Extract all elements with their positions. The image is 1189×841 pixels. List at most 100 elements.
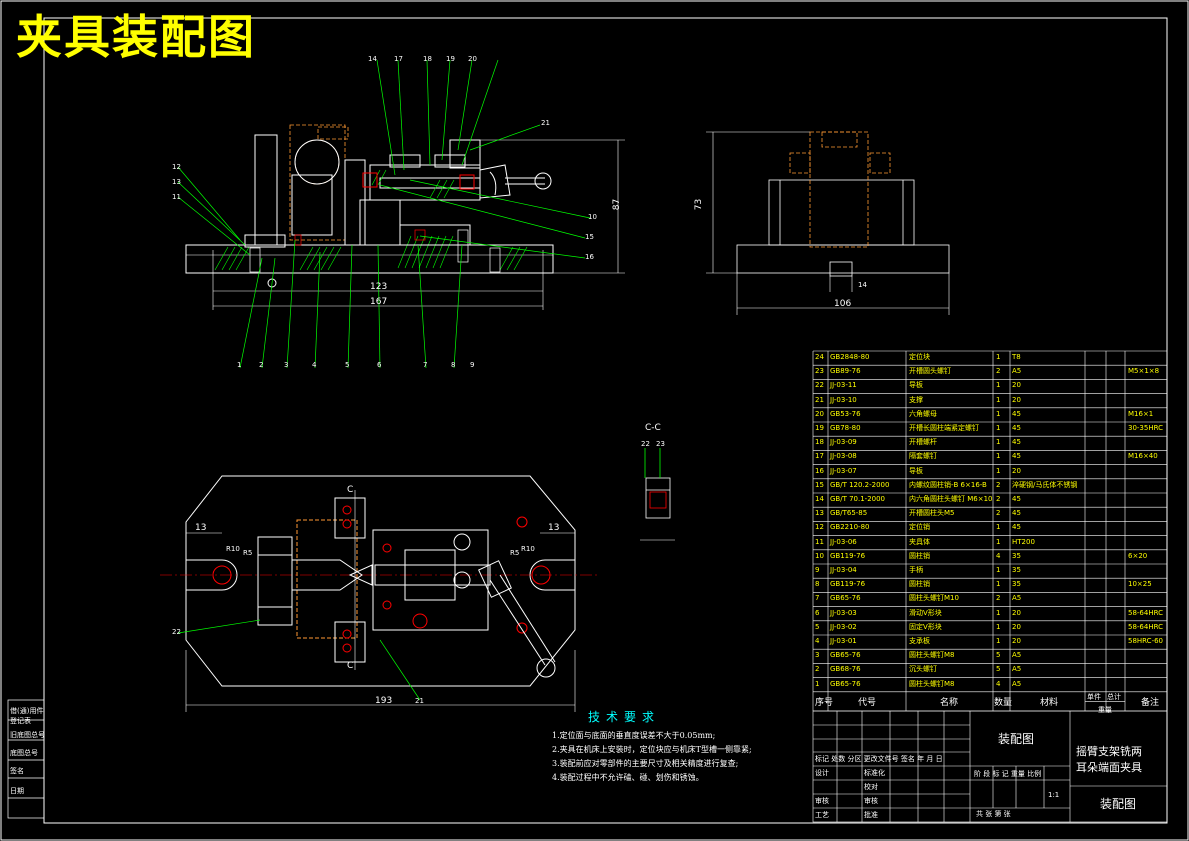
bom-header: 序号	[815, 697, 834, 708]
bom-cell: 圆柱头螺钉M10	[909, 594, 959, 603]
bom-cell: 20	[1012, 637, 1021, 645]
bom-cell: 导板	[909, 381, 923, 390]
bom-cell: GB/T65-85	[830, 509, 868, 518]
bom-cell: GB2210-80	[830, 523, 870, 532]
dim-123: 123	[370, 282, 388, 292]
bom-cell: 滑动V形块	[909, 608, 942, 617]
bom-cell: 开槽螺杆	[909, 438, 937, 447]
bom-cell: 22	[815, 381, 824, 390]
bom-cell: 20	[1012, 608, 1021, 617]
bom-cell: 8	[815, 580, 820, 589]
bom-cell: 7	[815, 594, 820, 603]
bom-cell: 58-64HRC	[1128, 608, 1164, 617]
bom-cell: 定位销	[909, 523, 930, 532]
tb-process: 工艺	[815, 811, 829, 819]
bom-cell: 1	[996, 409, 1001, 418]
bom-cell: 21	[815, 395, 824, 404]
balloon-20: 20	[468, 55, 477, 63]
tb-stage-header: 阶 段 标 记 重量 比例	[974, 770, 1042, 778]
bom-cell: 35	[1012, 580, 1021, 589]
bom-cell: 35	[1012, 566, 1021, 574]
bom-cell: 6	[815, 608, 820, 617]
balloon-13: 13	[172, 178, 181, 186]
bom-cell: 4	[996, 679, 1001, 688]
bom-cell: JJ-03-02	[830, 622, 857, 631]
bom-cell: GB65-76	[830, 651, 861, 660]
balloon-11: 11	[172, 193, 181, 201]
bom-header: 总计	[1107, 692, 1121, 701]
tb-sheets: 共 张 第 张	[976, 810, 1011, 818]
bom-cell: 14	[815, 495, 824, 503]
bom-cell: 45	[1012, 438, 1021, 447]
bom-header: 材料	[1040, 697, 1059, 708]
bom-cell: 2	[996, 509, 1001, 518]
bom-cell: 固定V形块	[909, 622, 942, 631]
dim-r5-right: R5	[510, 549, 520, 557]
bom-cell: 13	[815, 509, 824, 518]
balloon-1: 1	[237, 361, 242, 369]
bom-cell: 5	[996, 665, 1001, 674]
bom-cell: GB65-76	[830, 679, 861, 688]
dim-73: 73	[694, 198, 705, 211]
bom-cell: 35	[1012, 551, 1021, 560]
dim-r5-left: R5	[243, 549, 253, 557]
tb-drawing-no: 装配图	[1100, 797, 1137, 811]
tb-drawing-name: 装配图	[998, 732, 1035, 746]
tb-standardization: 标准化	[864, 769, 885, 777]
bom-cell: 1	[996, 608, 1001, 617]
bom-cell: GB119-76	[830, 580, 866, 589]
bom-cell: 58-64HRC	[1128, 622, 1164, 631]
tb-part-name-2: 耳朵端面夹具	[1076, 761, 1142, 774]
bom-cell: GB65-76	[830, 594, 861, 603]
bom-cell: M16×1	[1128, 409, 1154, 418]
bom-cell: 圆柱头螺钉M8	[909, 679, 955, 688]
balloon-15: 15	[585, 233, 594, 241]
bom-cell: 45	[1012, 495, 1021, 503]
bom-cell: GB68-76	[830, 665, 861, 674]
bom-cell: JJ-03-10	[830, 395, 857, 404]
bom-cell: 12	[815, 523, 824, 532]
bom-cell: 16	[815, 466, 824, 475]
balloon-18: 18	[423, 55, 432, 63]
bom-cell: 9	[815, 566, 820, 574]
bom-cell: 18	[815, 438, 824, 447]
bom-cell: JJ-03-07	[830, 466, 857, 475]
bom-cell: 支承板	[909, 637, 930, 645]
balloon-21-top: 21	[415, 697, 424, 705]
bom-cell: A5	[1012, 367, 1022, 376]
bom-header: 单件	[1087, 692, 1101, 701]
bom-cell: 1	[996, 381, 1001, 390]
bom-cell: M5×1×8	[1128, 367, 1160, 376]
bom-header: 数量	[994, 697, 1013, 708]
strip-borrowed: 借(通)用件	[10, 707, 44, 715]
bom-cell: 圆柱头螺钉M8	[909, 651, 955, 660]
tech-requirement-4: 4.装配过程中不允许磕、碰、划伤和锈蚀。	[552, 773, 704, 782]
balloon-21-front: 21	[541, 119, 550, 127]
balloon-9: 9	[470, 361, 475, 369]
bom-cell: 支撑	[909, 395, 923, 404]
bom-cell: 2	[996, 495, 1001, 503]
bom-cell: 6×20	[1128, 551, 1148, 560]
bom-cell: T8	[1012, 353, 1021, 361]
bom-cell: 15	[815, 480, 824, 489]
tb-part-name-1: 摇臂支架铣两	[1076, 745, 1142, 758]
bom-cell: 1	[996, 637, 1001, 645]
bom-cell: JJ-03-09	[830, 438, 857, 447]
strip-signature: 签名	[10, 767, 24, 775]
strip-date: 日期	[10, 787, 24, 795]
bom-cell: 1	[815, 679, 820, 688]
bom-cell: 1	[996, 452, 1001, 461]
bom-cell: 45	[1012, 452, 1021, 461]
tb-proofread: 校对	[864, 783, 878, 791]
bom-cell: 45	[1012, 424, 1021, 432]
section-label: C-C	[645, 423, 661, 433]
bom-cell: 2	[996, 367, 1001, 376]
bom-cell: 内螺纹圆柱销-B 6×16-B	[909, 480, 987, 489]
balloon-4: 4	[312, 361, 317, 369]
bom-cell: A5	[1012, 651, 1022, 660]
bom-cell: 45	[1012, 523, 1021, 532]
bom-cell: 隔套螺钉	[909, 452, 937, 461]
bom-cell: 1	[996, 466, 1001, 475]
bom-cell: HT200	[1012, 537, 1035, 546]
dim-13-left: 13	[195, 523, 207, 533]
